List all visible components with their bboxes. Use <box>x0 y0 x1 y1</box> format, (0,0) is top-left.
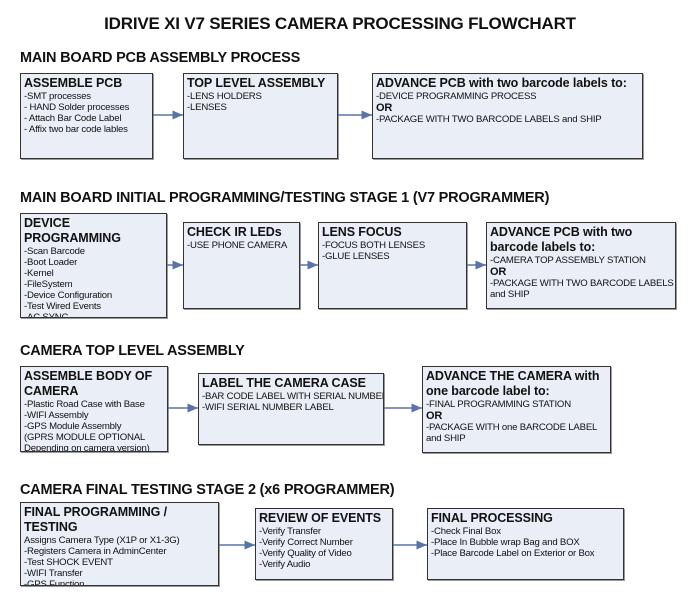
process-step: -LENS HOLDERS <box>187 91 262 102</box>
process-step: and SHIP <box>426 433 466 444</box>
process-step: -FINAL PROGRAMMING STATION <box>426 399 571 410</box>
process-step: Assigns Camera Type (X1P or X1-3G) <box>24 535 180 546</box>
process-step: -Boot Loader <box>24 257 78 268</box>
process-step: -DEVICE PROGRAMMING PROCESS <box>376 91 537 102</box>
process-step: -Scan Barcode <box>24 246 85 257</box>
process-box: ADVANCE THE CAMERA with one barcode labe… <box>422 366 611 453</box>
process-step: -PACKAGE WITH TWO BARCODE LABELS <box>490 278 674 289</box>
process-step: -FOCUS BOTH LENSES <box>322 240 426 251</box>
or-separator: OR <box>490 266 507 278</box>
process-step: -USE PHONE CAMERA <box>187 240 288 251</box>
process-box: LENS FOCUS-FOCUS BOTH LENSES-GLUE LENSES <box>318 222 467 309</box>
process-step: - Attach Bar Code Label <box>24 113 122 124</box>
process-step: -GPS Function <box>24 579 85 586</box>
process-box-title: ADVANCE PCB with two barcode labels to: <box>490 225 633 254</box>
section-title: MAIN BOARD PCB ASSEMBLY PROCESS <box>20 50 301 66</box>
process-box-title: ASSEMBLE BODY OF CAMERA <box>24 369 153 398</box>
process-step: -WIFI Assembly <box>24 410 89 421</box>
process-step: - Affix two bar code lables <box>24 124 128 135</box>
process-step: -Registers Camera in AdminCenter <box>24 546 167 557</box>
process-step: - HAND Solder processes <box>24 102 130 113</box>
process-step: -Verify Audio <box>259 559 311 570</box>
process-step: -GLUE LENSES <box>322 251 390 262</box>
process-step: Depending on camera version) <box>24 443 150 452</box>
process-box: DEVICE PROGRAMMING-Scan Barcode-Boot Loa… <box>20 213 167 318</box>
process-box: ASSEMBLE PCB -SMT processes- HAND Solder… <box>20 73 153 159</box>
process-step: -AC SYNC <box>24 312 69 318</box>
process-step: -Check Final Box <box>431 526 501 537</box>
process-step: -WIFI Transfer <box>24 568 83 579</box>
process-step: -Verify Correct Number <box>259 537 353 548</box>
process-step: -LENSES <box>187 102 227 113</box>
process-box-title: ASSEMBLE PCB <box>24 76 123 90</box>
process-step: -BAR CODE LABEL WITH SERIAL NUMBER <box>202 391 384 402</box>
process-step: (GPRS MODULE OPTIONAL <box>24 432 146 443</box>
process-box-title: ADVANCE PCB with two barcode labels to: <box>376 76 627 90</box>
process-step: -PACKAGE WITH TWO BARCODE LABELS and SHI… <box>376 114 602 125</box>
process-step: -Test SHOCK EVENT <box>24 557 113 568</box>
process-step: -Test Wired Events <box>24 301 101 312</box>
process-step: -Verify Transfer <box>259 526 321 537</box>
process-box: TOP LEVEL ASSEMBLY-LENS HOLDERS-LENSES <box>183 73 338 159</box>
process-step: -Device Configuration <box>24 290 113 301</box>
or-separator: OR <box>426 410 443 422</box>
process-step: -Plastic Road Case with Base <box>24 399 145 410</box>
process-box-title: ADVANCE THE CAMERA with one barcode labe… <box>426 369 600 398</box>
process-box-title: CHECK IR LEDs <box>187 225 282 239</box>
section-title: CAMERA FINAL TESTING STAGE 2 (x6 PROGRAM… <box>20 482 395 498</box>
process-step: -SMT processes <box>24 91 91 102</box>
process-box-title: LENS FOCUS <box>322 225 402 239</box>
process-box: CHECK IR LEDs-USE PHONE CAMERA <box>183 222 300 309</box>
process-step: -GPS Module Assembly <box>24 421 122 432</box>
flowchart-title: IDRIVE XI V7 SERIES CAMERA PROCESSING FL… <box>104 14 576 33</box>
process-box-title: REVIEW OF EVENTS <box>259 511 382 525</box>
process-box: FINAL PROCESSING -Check Final Box-Place … <box>427 508 624 580</box>
process-box-title: FINAL PROGRAMMING / TESTING <box>24 505 168 534</box>
process-box: REVIEW OF EVENTS-Verify Transfer-Verify … <box>255 508 393 580</box>
process-step: -Kernel <box>24 268 54 279</box>
process-step: -FileSystem <box>24 279 73 290</box>
process-box-title: TOP LEVEL ASSEMBLY <box>187 76 326 90</box>
or-separator: OR <box>376 102 393 114</box>
process-box: LABEL THE CAMERA CASE-BAR CODE LABEL WIT… <box>198 373 384 445</box>
process-box: ASSEMBLE BODY OF CAMERA-Plastic Road Cas… <box>20 366 168 452</box>
process-box: ADVANCE PCB with two barcode labels to:-… <box>372 73 643 159</box>
process-step: -Place Barcode Label on Exterior or Box <box>431 548 595 559</box>
process-step: -CAMERA TOP ASSEMBLY STATION <box>490 255 646 266</box>
section-title: CAMERA TOP LEVEL ASSEMBLY <box>20 343 245 359</box>
process-box: ADVANCE PCB with two barcode labels to:-… <box>486 222 676 309</box>
process-step: -PACKAGE WITH one BARCODE LABEL <box>426 422 598 433</box>
process-step: -WIFI SERIAL NUMBER LABEL <box>202 402 334 413</box>
process-box-title: FINAL PROCESSING <box>431 511 553 525</box>
process-box-title: DEVICE PROGRAMMING <box>24 216 121 245</box>
process-step: and SHIP <box>490 289 530 300</box>
process-step: -Place In Bubble wrap Bag and BOX <box>431 537 580 548</box>
section-title: MAIN BOARD INITIAL PROGRAMMING/TESTING S… <box>20 190 550 206</box>
process-step: -Verify Quality of Video <box>259 548 352 559</box>
process-box-title: LABEL THE CAMERA CASE <box>202 376 366 390</box>
